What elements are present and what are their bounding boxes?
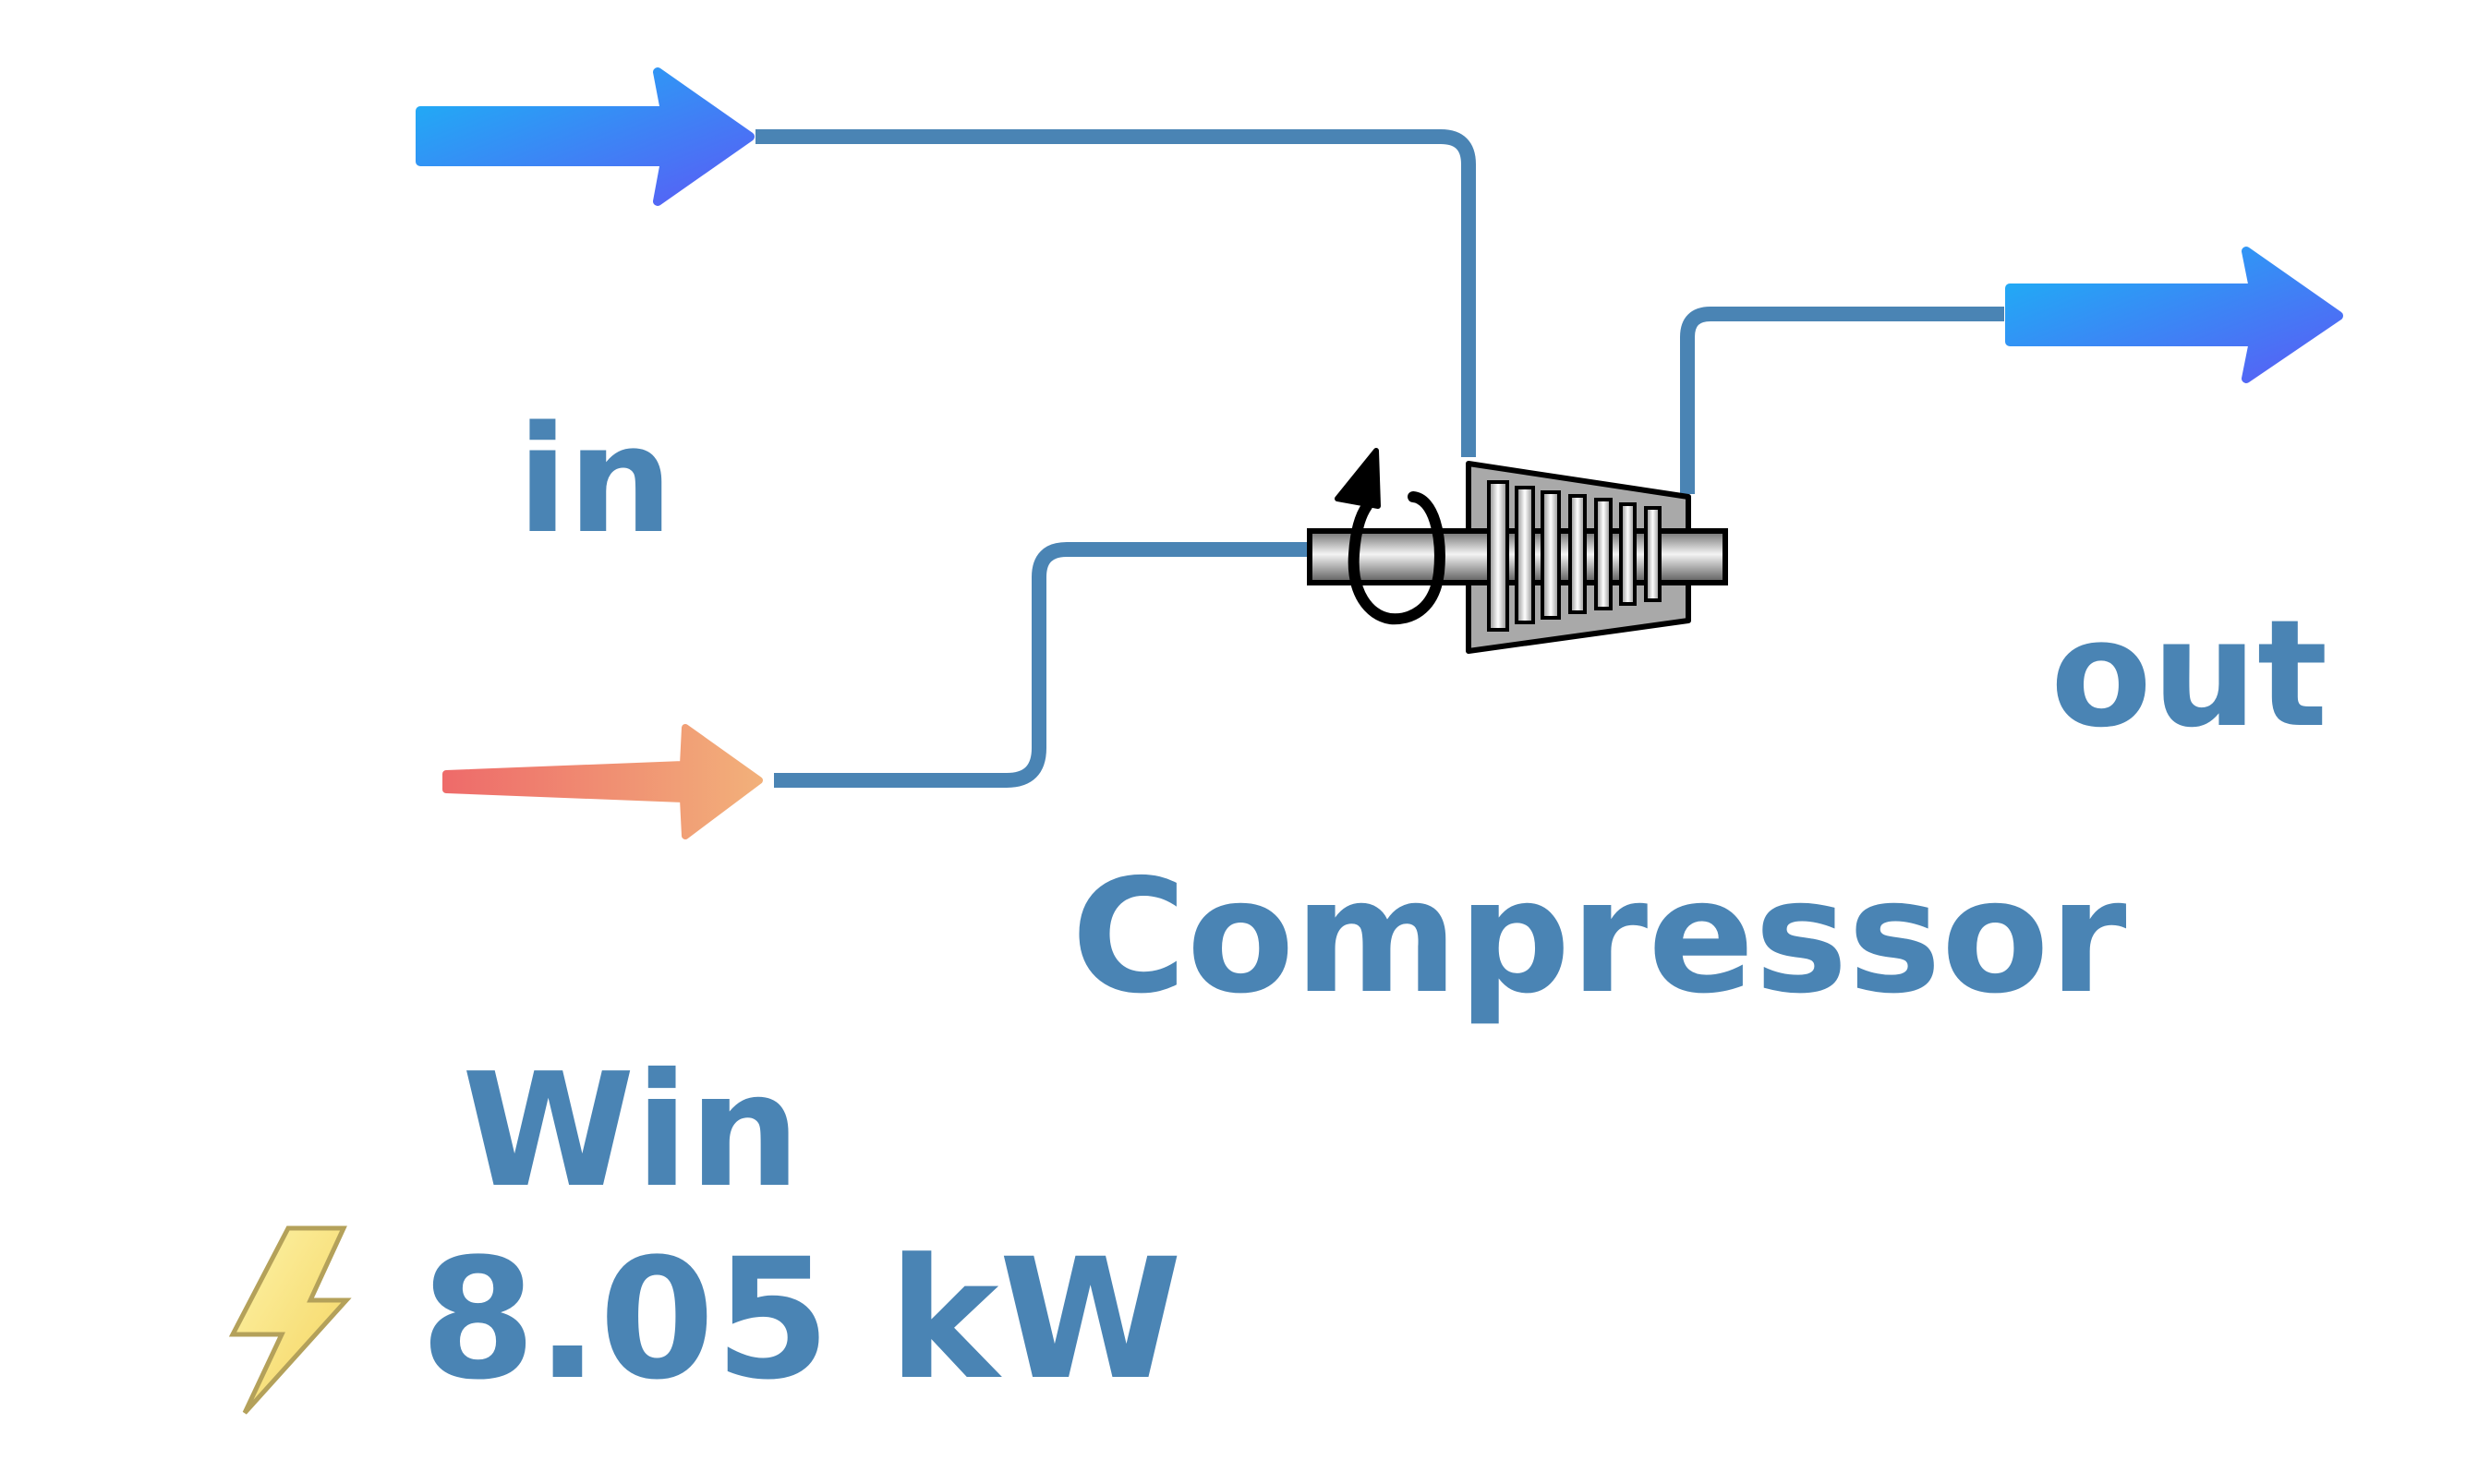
inlet-stream-line: [755, 129, 1476, 457]
inlet-stream-label: in: [517, 393, 673, 566]
outlet-arrow-icon: [2005, 247, 2343, 383]
unit-name-label: Compressor: [1071, 846, 2127, 1029]
lightning-icon: [228, 1225, 352, 1415]
power-stream-line: [774, 542, 1307, 788]
compressor-icon: [1307, 448, 1728, 654]
inlet-arrow-icon: [416, 67, 755, 206]
power-arrow-icon: [442, 724, 763, 839]
outlet-stream-line: [1680, 307, 2004, 494]
power-stream-label: Win: [462, 1040, 801, 1223]
rotation-arrow-icon: [1335, 448, 1445, 625]
power-value-label: 8.05 kW: [420, 1224, 1183, 1417]
outlet-stream-label: out: [2050, 587, 2328, 760]
